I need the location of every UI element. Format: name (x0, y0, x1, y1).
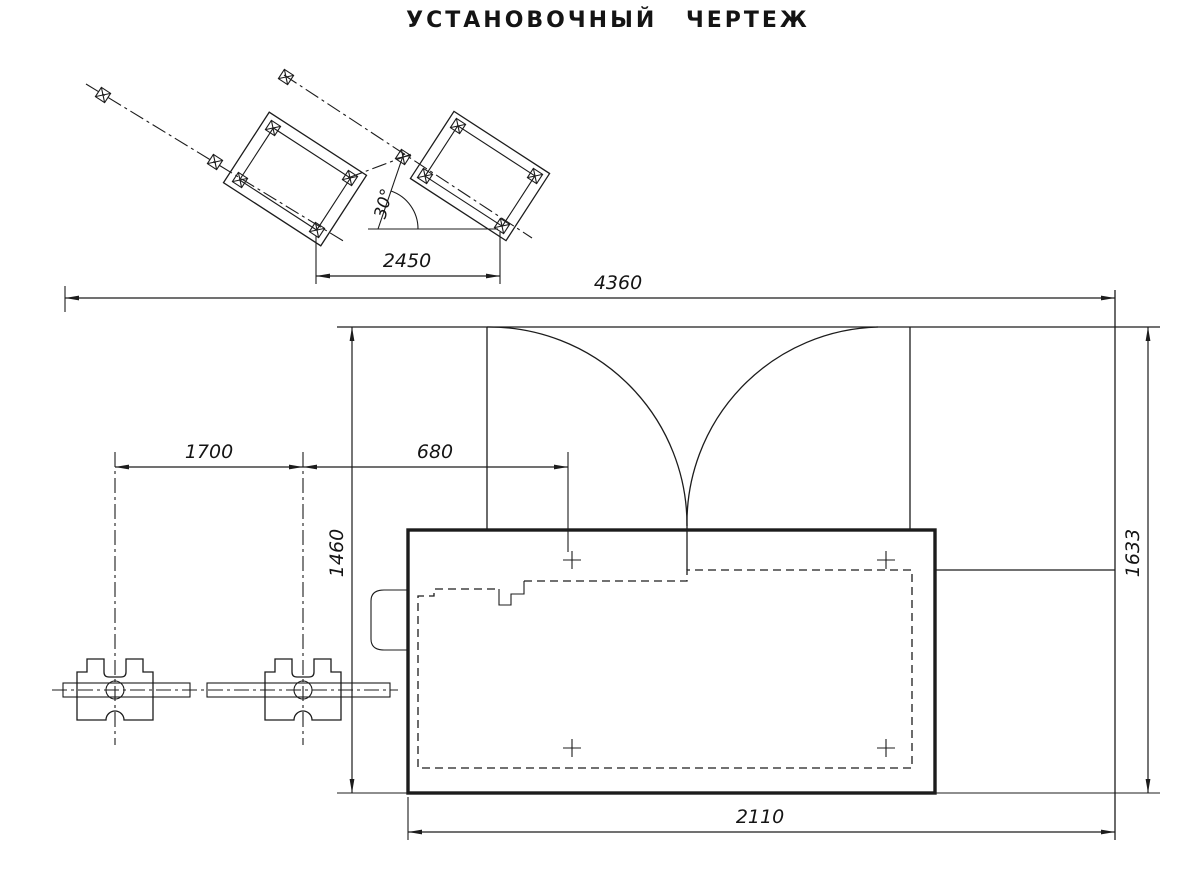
centerline-b (283, 74, 533, 239)
anchor-bolt-icon (493, 217, 511, 235)
dim-1700-label: 1700 (185, 441, 233, 463)
dim-2110-label: 2110 (736, 806, 784, 828)
foundation-plates-detail: 30° 2450 (85, 68, 551, 284)
machine-outline (406, 528, 937, 795)
anchor-point-cross (877, 551, 895, 569)
machine-left-protrusion (370, 589, 408, 651)
anchor-bolt-icon (206, 153, 224, 171)
plate-1-inner (238, 127, 352, 231)
plate-2-outer (409, 110, 551, 242)
base-dashed-contour (417, 569, 913, 769)
rail-bar-1 (62, 682, 191, 698)
anchor-bolt-icon (94, 86, 112, 104)
sleeper-2-bolt-hole (293, 680, 313, 700)
dim-2450-label: 2450 (383, 250, 431, 272)
drawing-title: УСТАНОВОЧНЫЙ ЧЕРТЕЖ (406, 7, 810, 33)
plate-2-inner (424, 125, 536, 227)
swing-arc-left (486, 326, 688, 527)
angle-label: 30° (371, 187, 398, 221)
floor-plan-outline (337, 290, 1160, 840)
rail-assemblies (52, 452, 398, 745)
dim-2110: 2110 (407, 797, 1115, 840)
rail-bar-2 (206, 682, 391, 698)
dim-4360: 4360 (64, 272, 1115, 312)
swing-arc-right (686, 326, 879, 527)
anchor-bolt-icon (416, 167, 434, 185)
dim-1460-label: 1460 (326, 529, 348, 577)
base-step-detail (498, 581, 525, 606)
anchor-point-cross (563, 739, 581, 757)
dim-680-label: 680 (417, 441, 453, 463)
foundation-plate-1 (222, 111, 368, 247)
angle-arc (390, 190, 419, 230)
anchor-point-cross (563, 551, 581, 569)
anchor-point-cross (877, 739, 895, 757)
anchor-bolt-icon (341, 169, 359, 187)
anchor-bolt-icon (277, 68, 295, 86)
anchor-bolt-icon (449, 117, 467, 135)
plate-1-outer (222, 111, 368, 247)
dim-1460: 1460 (326, 327, 355, 793)
dim-2450: 2450 (315, 232, 501, 284)
anchor-bolt-icon (264, 119, 282, 137)
dim-4360-label: 4360 (594, 272, 642, 294)
dim-680: 680 (303, 441, 569, 552)
sleeper-1-bolt-hole (105, 680, 125, 700)
dim-1633: 1633 (1122, 327, 1151, 793)
dim-1633-label: 1633 (1122, 529, 1144, 577)
dim-1700: 1700 (115, 441, 303, 470)
machine-body (370, 528, 937, 795)
anchor-bolt-icon (526, 167, 544, 185)
foundation-plate-2 (409, 110, 551, 242)
anchor-bolt-icon (231, 171, 249, 189)
